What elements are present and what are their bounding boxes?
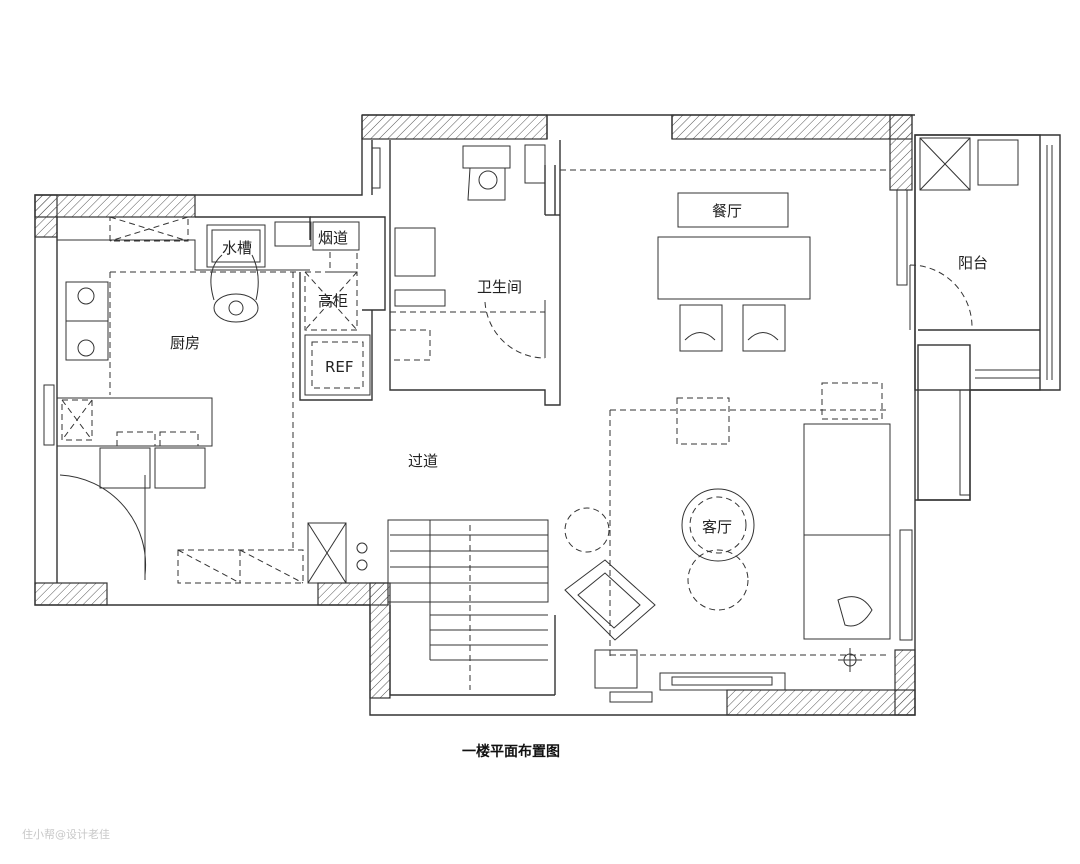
kitchen-furniture: [56, 216, 371, 584]
room-label-dining: 餐厅: [712, 202, 742, 220]
drawing-title: 一楼平面布置图: [462, 743, 560, 760]
room-label-bathroom: 卫生间: [477, 278, 522, 296]
fixture-label-fridge: REF: [325, 358, 354, 376]
interior-walls: [43, 134, 1053, 641]
bathroom-fixtures: [389, 144, 546, 361]
living-furniture: [564, 382, 891, 703]
room-label-kitchen: 厨房: [170, 334, 200, 352]
room-label-living: 客厅: [702, 518, 732, 536]
zone-dashed-lines: [109, 169, 890, 690]
fixture-label-sink: 水槽: [222, 239, 252, 257]
room-label-balcony: 阳台: [958, 254, 988, 272]
room-label-corridor: 过道: [408, 452, 438, 470]
balcony-fixtures: [909, 137, 1019, 330]
dining-furniture: [657, 192, 811, 352]
fixture-label-flue: 烟道: [318, 229, 348, 247]
watermark: 住小帮@设计老佳: [22, 827, 110, 841]
fixture-label-tall-cabinet: 高柜: [318, 292, 348, 310]
exterior-walls: [34, 114, 916, 716]
stairs: [307, 519, 549, 661]
